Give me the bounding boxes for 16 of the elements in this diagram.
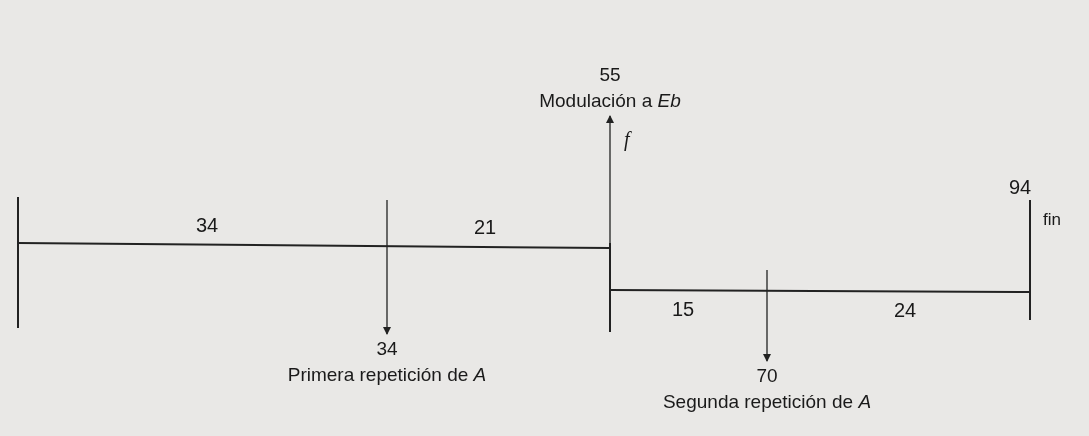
end-label: fin — [1043, 210, 1061, 230]
section-length: 34 — [195, 214, 219, 237]
dynamic-marking: f — [624, 128, 630, 151]
measure-number: 34 — [375, 337, 399, 361]
arrow — [763, 269, 771, 362]
section-length: 24 — [893, 299, 917, 322]
event-text: Segunda repetición de A — [662, 390, 872, 414]
arrow — [383, 199, 391, 335]
section-length: 21 — [473, 216, 497, 239]
section-length: 15 — [671, 298, 695, 321]
measure-number: 94 — [1008, 176, 1032, 199]
arrow — [606, 115, 614, 244]
event-text: Modulación a Eb — [539, 89, 681, 113]
event-text: Primera repetición de A — [287, 363, 487, 387]
measure-number: 55 — [598, 63, 622, 87]
measure-number: 70 — [755, 364, 779, 388]
